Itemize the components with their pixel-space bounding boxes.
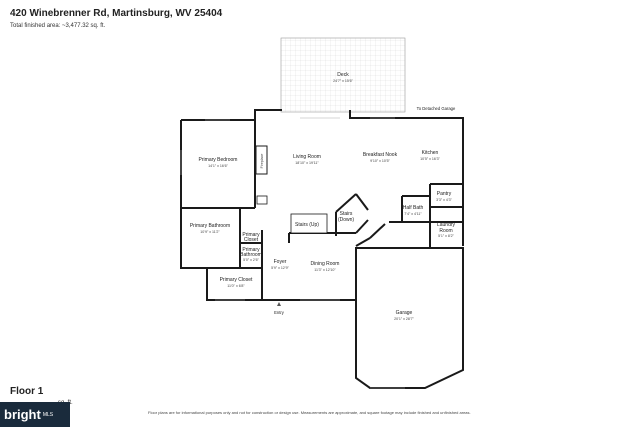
room-garage-name: Garage [396, 310, 413, 316]
room-primary-bathroom-2-dims: 5'0" x 2'6" [243, 258, 259, 262]
room-stairs-down-l2: (Down) [338, 217, 354, 223]
room-primary-bathroom-2-l2: Bathroom [240, 252, 262, 258]
disclaimer-text: Floor plans are for informational purpos… [148, 410, 471, 415]
room-primary-closet-small-l2: Closet [244, 237, 259, 243]
stairs-up-box [290, 213, 328, 234]
deck-area [280, 37, 406, 113]
to-detached-garage-note: To Detached Garage [417, 106, 456, 111]
room-primary-bathroom-2-l1: Primary [242, 247, 260, 253]
room-primary-bathroom-dims: 10'9" x 11'2" [200, 230, 220, 234]
room-half-bath-dims: 7'4" x 4'11" [404, 212, 422, 216]
logo-suffix: MLS [42, 411, 54, 418]
room-primary-bedroom-name: Primary Bedroom [199, 157, 238, 163]
room-stairs-down-l1: Stairs [340, 211, 353, 217]
room-fireplace-name: Fireplace [260, 154, 264, 169]
room-half-bath-name: Half Bath [403, 205, 424, 211]
room-primary-bedroom-dims: 14'1" x 16'6" [208, 164, 228, 168]
room-deck-dims: 24'7" x 15'6" [333, 79, 353, 83]
total-area: Total finished area: ~3,477.32 sq. ft. [10, 23, 106, 29]
entry-arrow-icon [277, 302, 281, 306]
fireplace-box [255, 145, 268, 175]
bright-mls-logo: bright MLS [0, 402, 70, 427]
floor-label: Floor 1 [10, 386, 44, 397]
room-dining-name: Dining Room [311, 261, 340, 267]
room-foyer-name: Foyer [274, 259, 287, 265]
room-dining-dims: 11'3" x 12'10" [314, 268, 336, 272]
room-laundry-dims: 5'1" x 8'2" [438, 234, 454, 238]
fireplace-hearth [256, 195, 268, 205]
room-pantry-dims: 3'3" x 4'3" [436, 198, 452, 202]
room-breakfast-dims: 9'10" x 10'5" [370, 159, 390, 163]
room-primary-closet-small-l1: Primary [242, 232, 260, 238]
room-living-name: Living Room [293, 154, 321, 160]
room-deck-name: Deck [337, 72, 349, 78]
room-primary-bathroom-name: Primary Bathroom [190, 223, 230, 229]
room-primary-closet-name: Primary Closet [220, 277, 253, 283]
entry-note: Entry [274, 310, 285, 315]
openings [180, 117, 405, 389]
room-foyer-dims: 5'9" x 12'9" [271, 266, 289, 270]
room-kitchen-dims: 10'5" x 16'3" [420, 157, 440, 161]
room-laundry-name-2: Room [439, 228, 452, 234]
room-kitchen-name: Kitchen [422, 150, 439, 156]
room-pantry-name: Pantry [437, 191, 452, 197]
room-primary-closet-dims: 11'0" x 6'8" [227, 284, 245, 288]
room-breakfast-name: Breakfast Nook [363, 152, 398, 158]
room-laundry-name: Laundry [437, 222, 456, 228]
room-stairs-up-name: Stairs (Up) [295, 222, 319, 228]
room-garage-dims: 20'1" x 28'7" [394, 317, 414, 321]
logo-text: bright [4, 407, 41, 422]
property-address: 420 Winebrenner Rd, Martinsburg, WV 2540… [10, 8, 223, 19]
room-living-dims: 18'10" x 19'11" [295, 161, 319, 165]
